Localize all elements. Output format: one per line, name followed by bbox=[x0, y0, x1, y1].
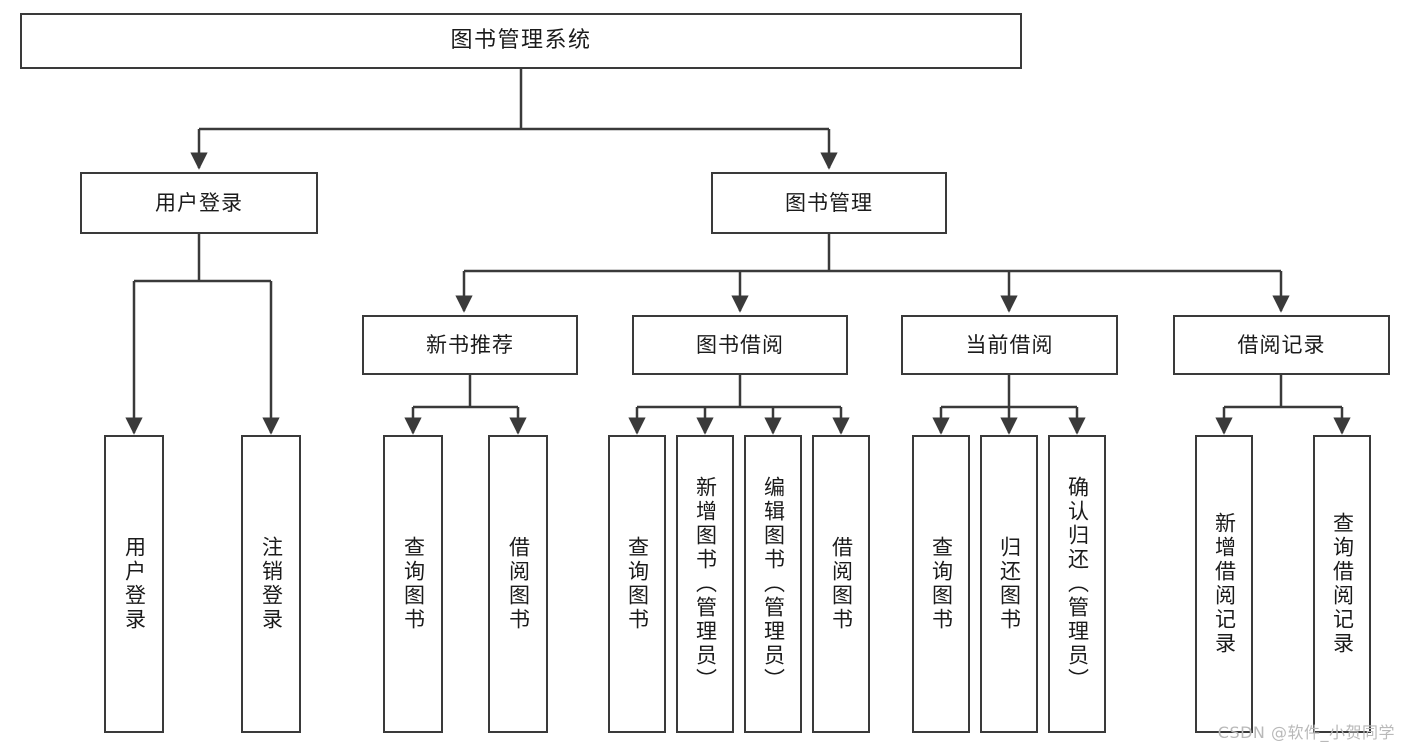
node-leaf-query-book-3[interactable]: 查询图书 bbox=[912, 435, 970, 733]
node-book-manage[interactable]: 图书管理 bbox=[711, 172, 947, 234]
node-leaf-borrow-book-1[interactable]: 借阅图书 bbox=[488, 435, 548, 733]
node-leaf-edit-book[interactable]: 编辑图书（管理员） bbox=[744, 435, 802, 733]
node-leaf-query-book-1-label: 查询图书 bbox=[401, 536, 426, 632]
node-book-manage-label: 图书管理 bbox=[785, 190, 873, 215]
node-root-label: 图书管理系统 bbox=[450, 28, 592, 54]
node-leaf-confirm-return[interactable]: 确认归还（管理员） bbox=[1048, 435, 1106, 733]
node-new-book-recommend-label: 新书推荐 bbox=[426, 332, 514, 357]
node-leaf-confirm-return-label: 确认归还（管理员） bbox=[1065, 476, 1090, 692]
node-leaf-query-book-1[interactable]: 查询图书 bbox=[383, 435, 443, 733]
node-leaf-query-record[interactable]: 查询借阅记录 bbox=[1313, 435, 1371, 733]
node-current-borrow-label: 当前借阅 bbox=[965, 332, 1054, 357]
node-user-login[interactable]: 用户登录 bbox=[80, 172, 318, 234]
node-leaf-borrow-book-2-label: 借阅图书 bbox=[829, 536, 854, 632]
node-book-borrow-label: 图书借阅 bbox=[696, 332, 784, 357]
node-borrow-record-label: 借阅记录 bbox=[1237, 332, 1326, 357]
node-leaf-query-record-label: 查询借阅记录 bbox=[1330, 512, 1355, 656]
node-root[interactable]: 图书管理系统 bbox=[20, 13, 1022, 69]
node-leaf-user-login-label: 用户登录 bbox=[122, 536, 147, 632]
node-user-login-label: 用户登录 bbox=[155, 190, 243, 215]
node-leaf-query-book-2-label: 查询图书 bbox=[625, 536, 650, 632]
node-current-borrow[interactable]: 当前借阅 bbox=[901, 315, 1118, 375]
node-borrow-record[interactable]: 借阅记录 bbox=[1173, 315, 1390, 375]
node-leaf-add-book-label: 新增图书（管理员） bbox=[693, 476, 718, 692]
node-leaf-logout-login-label: 注销登录 bbox=[259, 536, 284, 632]
csdn-watermark: CSDN @软件_小贺同学 bbox=[1217, 723, 1395, 742]
node-leaf-query-book-3-label: 查询图书 bbox=[929, 536, 954, 632]
node-leaf-logout-login[interactable]: 注销登录 bbox=[241, 435, 301, 733]
node-leaf-borrow-book-2[interactable]: 借阅图书 bbox=[812, 435, 870, 733]
node-leaf-borrow-book-1-label: 借阅图书 bbox=[506, 536, 531, 632]
node-leaf-return-book[interactable]: 归还图书 bbox=[980, 435, 1038, 733]
node-leaf-add-book[interactable]: 新增图书（管理员） bbox=[676, 435, 734, 733]
node-book-borrow[interactable]: 图书借阅 bbox=[632, 315, 848, 375]
node-leaf-query-book-2[interactable]: 查询图书 bbox=[608, 435, 666, 733]
node-new-book-recommend[interactable]: 新书推荐 bbox=[362, 315, 578, 375]
node-leaf-return-book-label: 归还图书 bbox=[997, 536, 1022, 632]
node-leaf-add-record-label: 新增借阅记录 bbox=[1212, 512, 1237, 656]
node-leaf-add-record[interactable]: 新增借阅记录 bbox=[1195, 435, 1253, 733]
node-leaf-edit-book-label: 编辑图书（管理员） bbox=[761, 476, 786, 692]
node-leaf-user-login[interactable]: 用户登录 bbox=[104, 435, 164, 733]
